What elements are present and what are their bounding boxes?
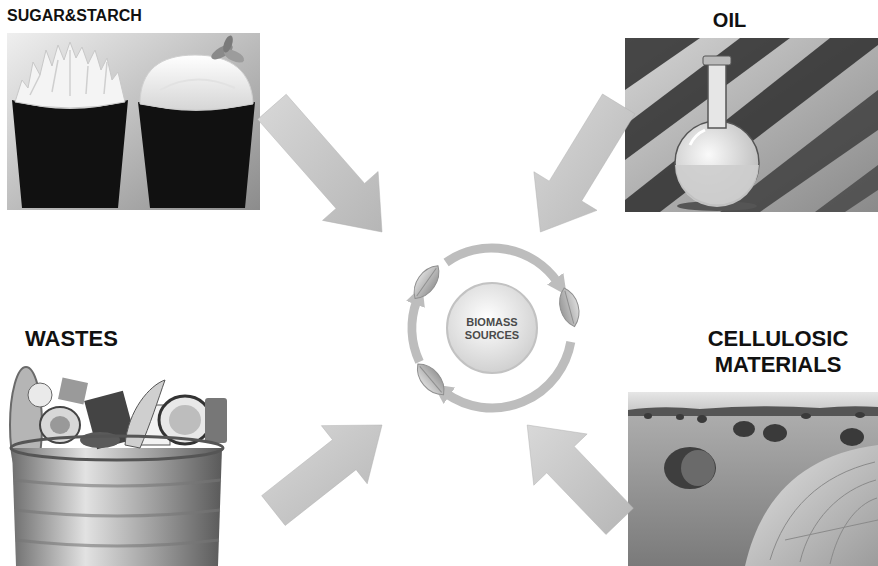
biomass-cycle-graphic-part-part bbox=[411, 358, 451, 400]
photo-panel: OIL bbox=[625, 8, 878, 212]
panel-heading: CELLULOSIC MATERIALS bbox=[682, 326, 874, 379]
hub-label: BIOMASS SOURCES bbox=[455, 316, 529, 341]
biomass-cycle-graphic-part bbox=[412, 301, 420, 362]
hay-field-photo-part bbox=[628, 406, 878, 416]
flow-arrow bbox=[534, 94, 635, 232]
oil-flask-photo-part bbox=[690, 130, 705, 145]
photo-panel: CELLULOSIC MATERIALS bbox=[628, 326, 878, 566]
sugar-starch-photo-part bbox=[30, 50, 107, 96]
oil-flask-photo bbox=[625, 38, 878, 212]
oil-flask-photo-part bbox=[625, 38, 878, 212]
biomass-cycle-graphic-part bbox=[446, 248, 557, 282]
oil-flask-photo-part bbox=[815, 165, 878, 212]
flow-arrow bbox=[258, 94, 382, 232]
hay-field-photo-part bbox=[733, 421, 755, 437]
hay-field-photo-part bbox=[628, 392, 878, 566]
waste-bin-photo-part bbox=[169, 405, 201, 435]
hay-field-photo-part bbox=[676, 414, 684, 420]
sugar-starch-photo-part bbox=[138, 102, 255, 208]
oil-flask-photo-part bbox=[625, 38, 878, 212]
hub-circle: BIOMASS SOURCES bbox=[382, 232, 602, 425]
biomass-cycle-graphic-part-part bbox=[408, 261, 446, 304]
photo-panel: WASTES bbox=[0, 326, 264, 566]
hay-field-photo-part bbox=[840, 428, 864, 446]
hay-field-photo-part bbox=[855, 412, 865, 418]
hay-field-photo-part bbox=[770, 462, 878, 564]
hay-field-photo-part bbox=[664, 447, 716, 489]
biomass-cycle-graphic-part-part bbox=[420, 366, 442, 392]
hay-field-photo-part bbox=[745, 445, 878, 566]
hay-field-photo-part bbox=[763, 424, 787, 442]
waste-bin-photo-part bbox=[58, 378, 88, 405]
waste-bin-photo-part bbox=[14, 480, 221, 546]
waste-bin-photo-part bbox=[28, 383, 52, 407]
biomass-cycle-graphic-part bbox=[408, 261, 446, 304]
waste-bin-photo bbox=[0, 364, 260, 566]
oil-flask-photo-part bbox=[675, 165, 759, 207]
waste-bin-photo-part bbox=[80, 432, 120, 448]
biomass-cycle-graphic-part bbox=[411, 358, 451, 400]
sugar-starch-photo-part bbox=[221, 34, 235, 54]
photo-panel: SUGAR&STARCH bbox=[7, 6, 264, 210]
biomass-cycle-graphic-part bbox=[555, 286, 583, 329]
sugar-starch-photo-part bbox=[15, 42, 125, 108]
waste-bin-photo-part bbox=[50, 416, 70, 434]
flow-arrow bbox=[262, 425, 382, 525]
waste-bin-photo-part bbox=[11, 436, 223, 460]
biomass-cycle-graphic-part-part bbox=[417, 268, 437, 296]
sugar-starch-photo bbox=[7, 33, 260, 210]
hay-field-photo-part bbox=[644, 413, 652, 419]
biomass-cycle-graphic-part bbox=[447, 283, 537, 373]
biomass-cycle-graphic-part-part bbox=[565, 291, 574, 324]
biomass-cycle-graphic-part-part bbox=[555, 286, 583, 329]
biomass-cycle-graphic bbox=[408, 248, 584, 408]
waste-bin-photo-part bbox=[12, 448, 222, 566]
sugar-starch-photo-part bbox=[140, 55, 253, 110]
hay-field-photo bbox=[628, 392, 878, 566]
hay-field-photo-part bbox=[697, 415, 707, 423]
waste-bin-photo-part bbox=[0, 364, 260, 566]
oil-flask-photo-part bbox=[703, 56, 731, 65]
sugar-starch-photo-part bbox=[160, 79, 235, 90]
waste-bin-photo-part bbox=[205, 398, 227, 443]
panel-heading: WASTES bbox=[0, 326, 264, 352]
sugar-starch-photo-part bbox=[12, 100, 128, 208]
panel-heading: SUGAR&STARCH bbox=[7, 6, 264, 25]
hay-field-photo-part bbox=[681, 450, 715, 486]
sugar-starch-photo-part bbox=[7, 33, 260, 210]
flow-arrow bbox=[527, 425, 633, 535]
oil-flask-photo-part bbox=[708, 62, 726, 128]
hay-field-photo-part bbox=[801, 413, 811, 419]
panel-heading: OIL bbox=[625, 8, 878, 32]
